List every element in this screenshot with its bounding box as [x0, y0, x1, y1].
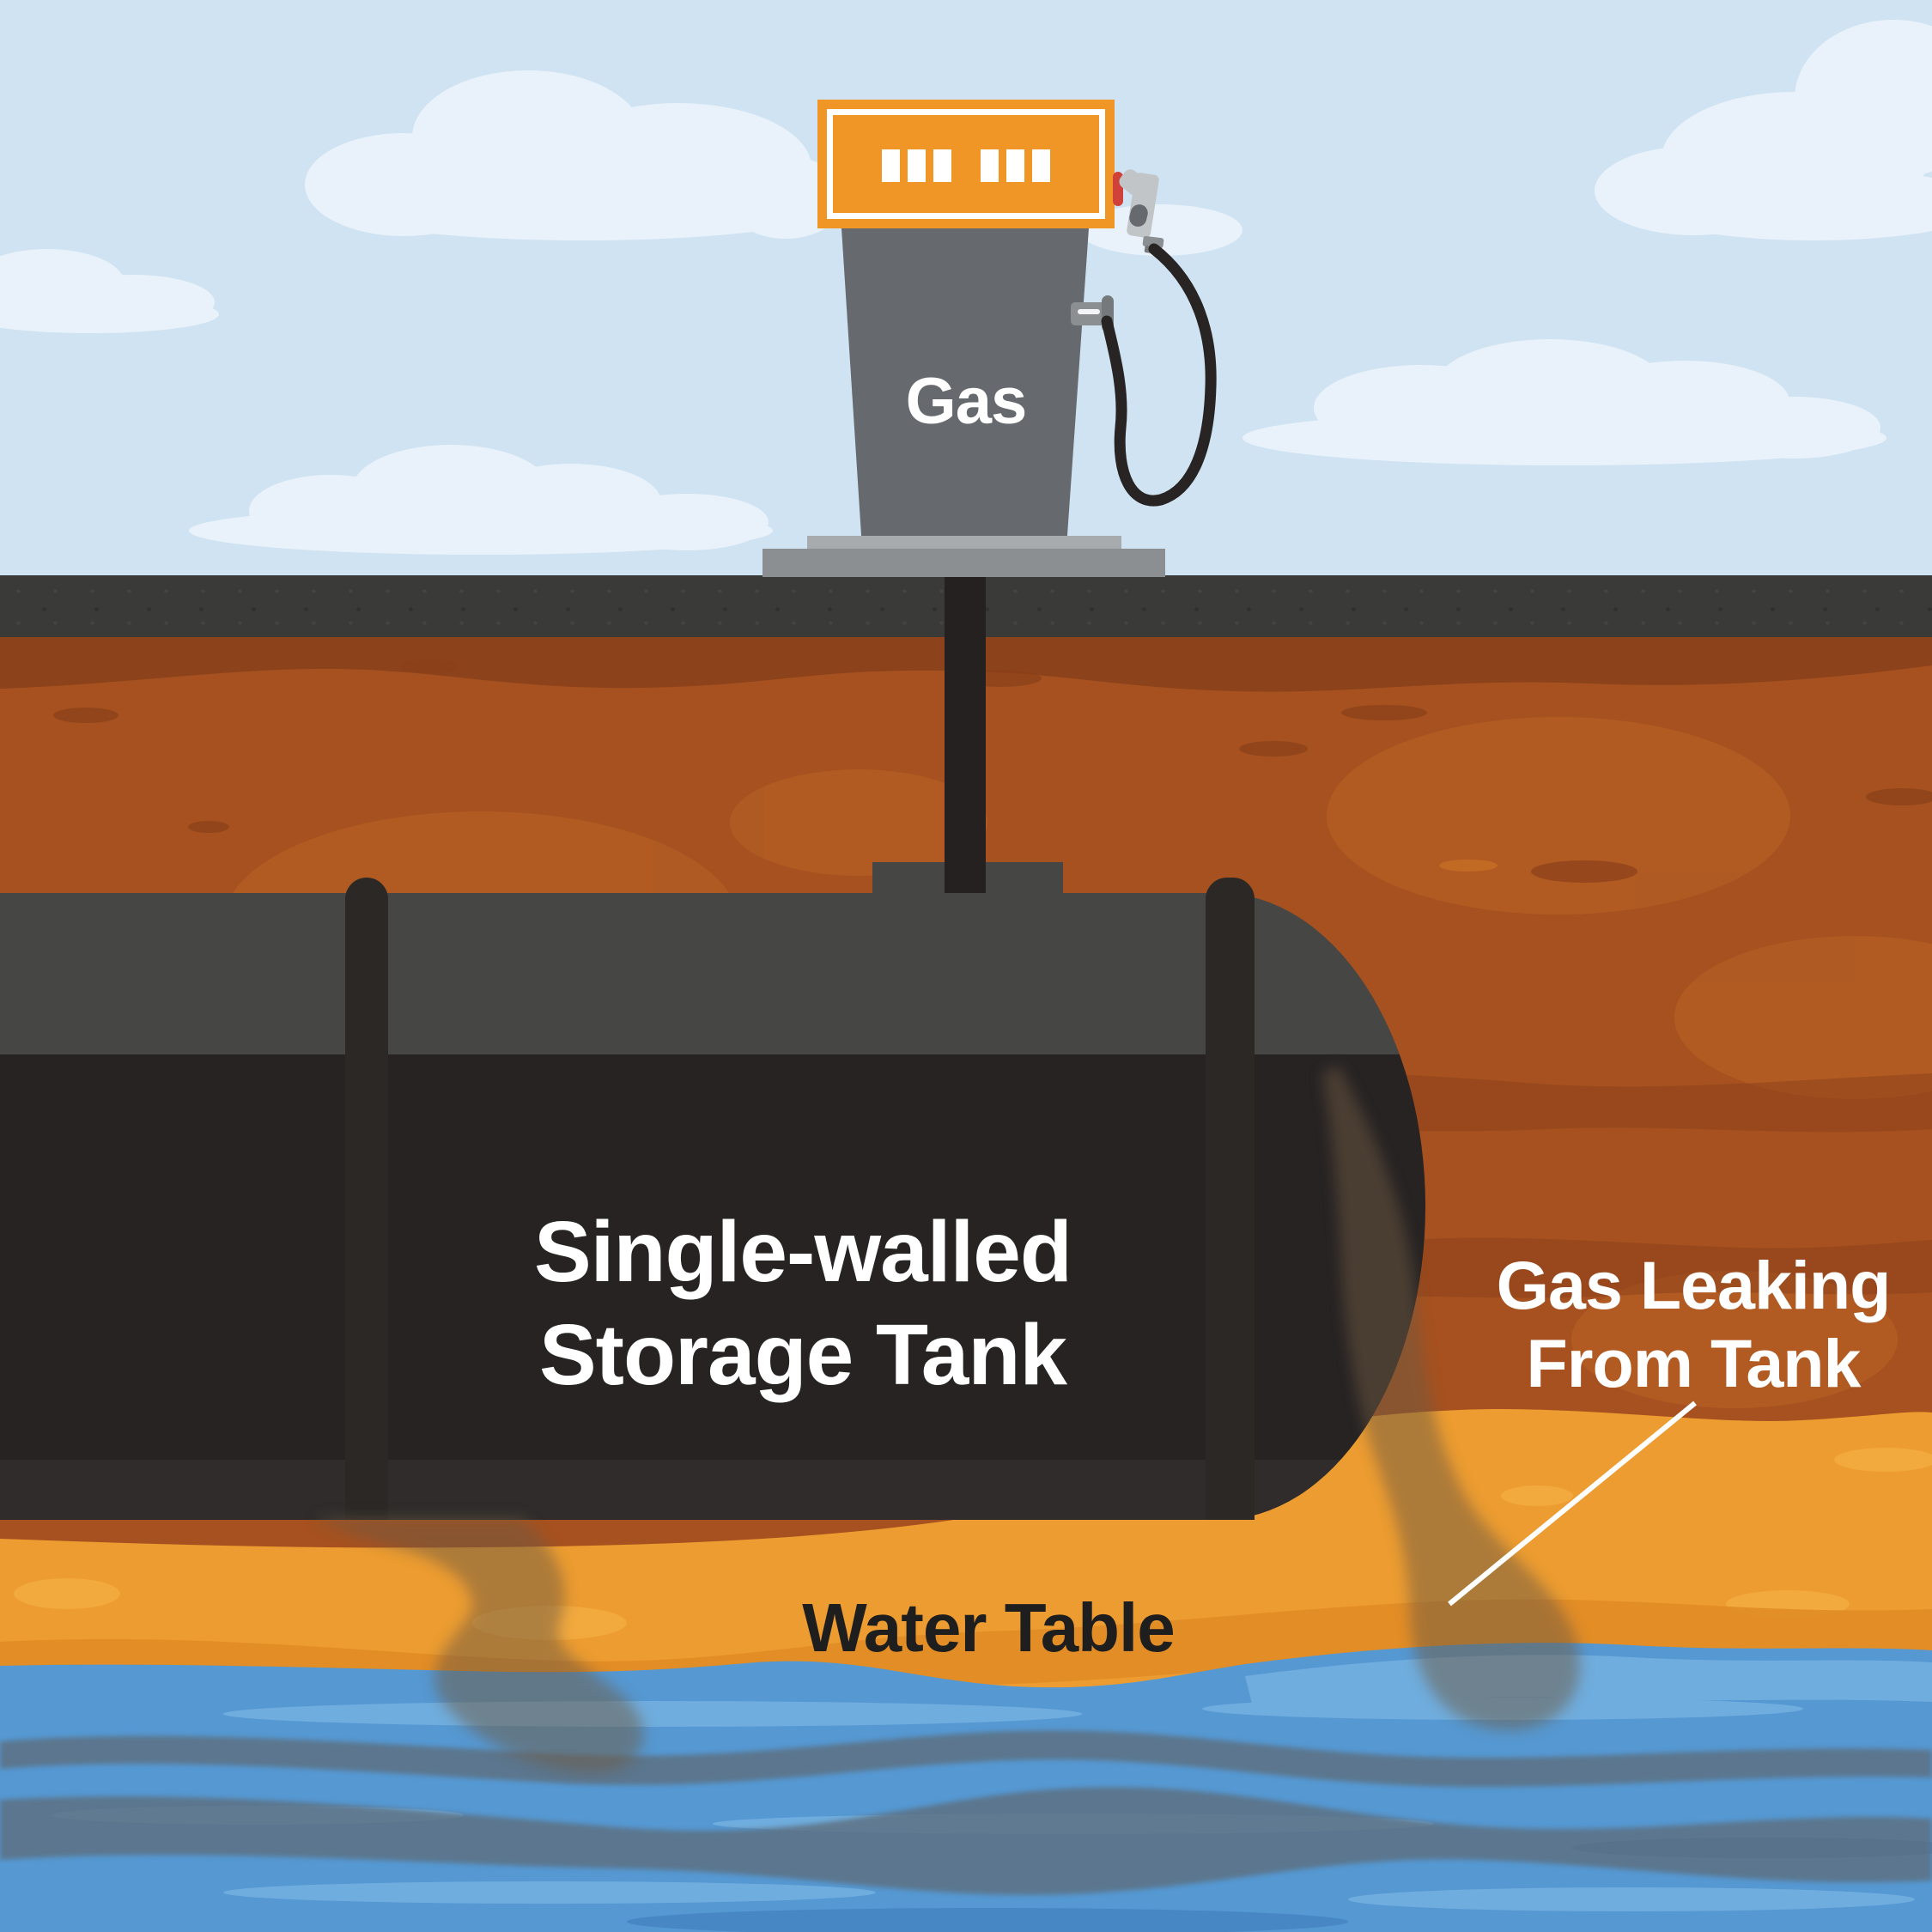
tank-fill-pipe-right — [1206, 878, 1255, 1520]
display-segments — [817, 149, 1115, 182]
hose-holder-slot — [1078, 309, 1100, 314]
display-segment — [1006, 149, 1024, 182]
leak-label: Gas Leaking From Tank — [1436, 1247, 1932, 1403]
dissolved-gas-waves — [0, 1730, 1932, 1895]
tank-vent-pipe-left — [345, 878, 388, 1520]
pump-hose — [1101, 243, 1217, 507]
leak-plume-right — [1322, 1065, 1581, 1730]
display-segment — [933, 149, 951, 182]
cloud-small-near-pump — [1079, 204, 1242, 256]
gas-pump-label: Gas — [905, 365, 1028, 438]
clouds — [0, 20, 1932, 555]
display-segment — [1032, 149, 1050, 182]
water-table-label: Water Table — [802, 1589, 1176, 1666]
tank-bottom-band — [0, 1460, 1425, 1520]
display-segment — [981, 149, 999, 182]
pump-pedestal-top — [807, 536, 1121, 549]
cloud-low-left — [189, 445, 773, 555]
leak-label-line2: From Tank — [1526, 1324, 1862, 1401]
gas-pump-display — [817, 100, 1115, 228]
pump-pedestal-base — [762, 549, 1165, 577]
leak-annotation-line — [1448, 1400, 1697, 1607]
tank-label: Single-walled Storage Tank — [459, 1200, 1146, 1406]
leak-plume-left — [314, 1518, 644, 1773]
leak-label-line1: Gas Leaking — [1496, 1247, 1892, 1323]
tank-body-band — [0, 1054, 1425, 1460]
display-segment — [882, 149, 900, 182]
display-frame — [827, 109, 1105, 219]
tank-label-line2: Storage Tank — [538, 1307, 1067, 1403]
cloud-mid-right — [1242, 339, 1886, 465]
storage-tank — [0, 893, 1425, 1520]
cloud-far-left — [0, 249, 219, 333]
tank-top-band — [0, 893, 1425, 1054]
pump-riser-pipe — [945, 577, 986, 895]
cloud-top-right — [1595, 20, 1932, 240]
gas-pump-body — [841, 228, 1089, 536]
display-segment — [908, 149, 926, 182]
cloud-upper-left — [305, 70, 846, 240]
tank-label-line1: Single-walled — [533, 1204, 1072, 1300]
